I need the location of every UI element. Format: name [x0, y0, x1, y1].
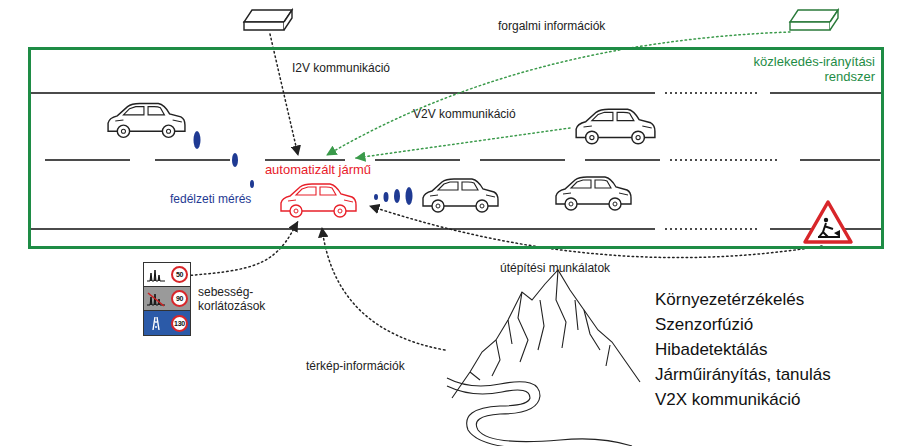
sign-icon	[146, 315, 166, 331]
vehicle-shape	[281, 184, 356, 217]
sign-row: 130	[144, 311, 190, 335]
mountain-map	[447, 270, 640, 446]
link-label: I2V kommunikáció	[292, 61, 390, 75]
speed-sign: 90	[171, 290, 188, 307]
sensor-label: fedélzeti mérés	[170, 192, 251, 206]
traffic-center-unit	[790, 10, 838, 30]
function-item: Hibadetektálás	[655, 340, 767, 359]
roadside-unit	[244, 10, 292, 30]
speed-sign: 50	[171, 266, 188, 283]
link-label: forgalmi információk	[498, 19, 605, 33]
function-item: Járműirányítás, tanulás	[655, 365, 831, 384]
link-label: térkép-információk	[306, 359, 405, 373]
automated-vehicle: automatizált jármű	[258, 163, 378, 222]
function-item: Szenzorfúzió	[655, 315, 753, 334]
info-arrows	[270, 32, 822, 350]
cars	[108, 104, 655, 212]
sign-row: 50	[144, 263, 190, 287]
connector-label: sebesség-korlátozások	[198, 285, 265, 313]
link-label: útépítési munkálatok	[500, 261, 610, 275]
system-boundary: közlekedés-irányítási rendszer automatizá…	[28, 47, 884, 249]
roadwork-sign	[805, 202, 851, 242]
link-label: V2V kommunikáció	[413, 107, 516, 121]
function-item: Környezetérzékelés	[655, 290, 804, 309]
sign-row: 90	[144, 287, 190, 311]
speed-sign: 130	[171, 315, 188, 332]
sign-icon	[146, 291, 166, 307]
system-label: közlekedés-irányítási rendszer	[750, 55, 875, 85]
vehicle-label: automatizált jármű	[258, 163, 378, 178]
function-item: V2X kommunikáció	[655, 390, 801, 409]
sign-icon	[146, 267, 166, 283]
road-lines	[28, 93, 884, 229]
vehicle-outline	[275, 181, 361, 221]
speed-limit-panel: 50 90 130	[143, 262, 191, 336]
